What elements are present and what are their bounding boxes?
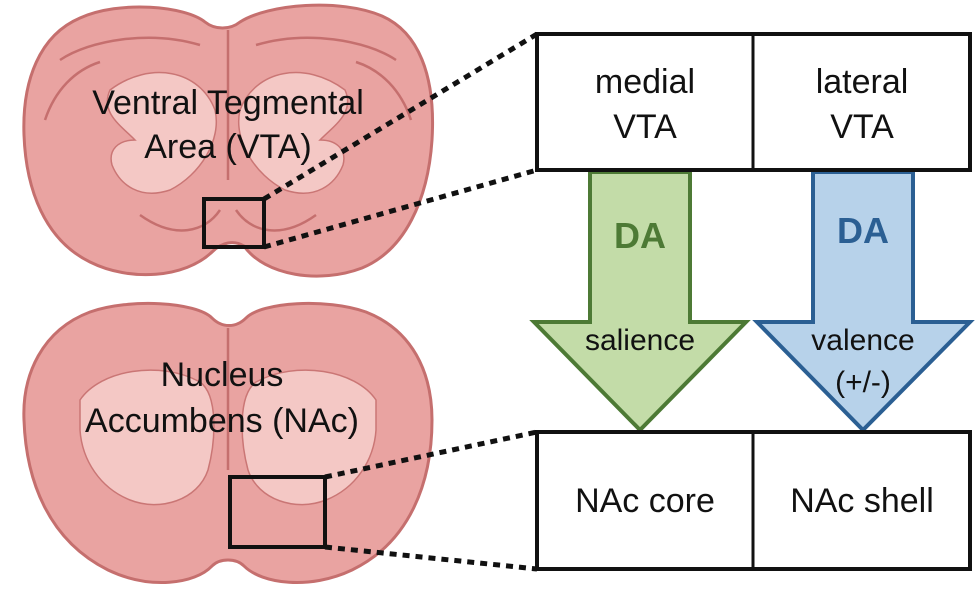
vta-selection-box xyxy=(202,197,266,249)
salience-da-label: DA xyxy=(614,215,666,256)
nac-zoom-line-top xyxy=(324,429,538,480)
valence-da-label: DA xyxy=(837,210,889,251)
nac-subdivision-box: NAc core NAc shell xyxy=(535,430,972,571)
nac-core-label: NAc core xyxy=(575,482,715,520)
valence-arrow: DA valence (+/-) xyxy=(752,170,975,433)
nac-shell-label: NAc shell xyxy=(790,482,934,520)
top-brain-inner-left xyxy=(106,71,217,194)
salience-label: salience xyxy=(585,324,695,357)
bottom-brain-inner-left xyxy=(79,369,215,506)
valence-arrow-shape xyxy=(752,170,975,433)
salience-arrow: DA salience xyxy=(529,170,751,433)
top-brain-section xyxy=(22,3,435,278)
top-brain-cortex-left xyxy=(43,36,201,121)
salience-arrow-shape xyxy=(529,170,751,433)
vta-zoom-line-top xyxy=(262,31,539,202)
medial-vta-line1: medial xyxy=(595,63,695,101)
valence-label-line2: (+/-) xyxy=(835,366,891,399)
top-brain-cortex-right xyxy=(255,36,413,121)
medial-vta-line2: VTA xyxy=(613,108,677,146)
bottom-brain-section xyxy=(22,301,434,584)
nac-selection-box xyxy=(228,475,327,549)
vta-subdivision-box: medial VTA lateral VTA xyxy=(535,32,972,172)
nac-zoom-line-bottom xyxy=(324,544,538,572)
vta-label-line2: Area (VTA) xyxy=(144,128,312,166)
lateral-vta-line2: VTA xyxy=(830,108,894,146)
vta-label-line1: Ventral Tegmental xyxy=(92,84,364,122)
valence-label-line1: valence xyxy=(811,324,914,357)
top-brain-midline xyxy=(139,30,317,232)
nac-label-line1: Nucleus xyxy=(161,356,284,394)
nac-label-line2: Accumbens (NAc) xyxy=(85,402,359,440)
vta-zoom-line-bottom xyxy=(263,167,538,250)
zoom-lines xyxy=(262,31,539,572)
lateral-vta-line1: lateral xyxy=(816,63,909,101)
